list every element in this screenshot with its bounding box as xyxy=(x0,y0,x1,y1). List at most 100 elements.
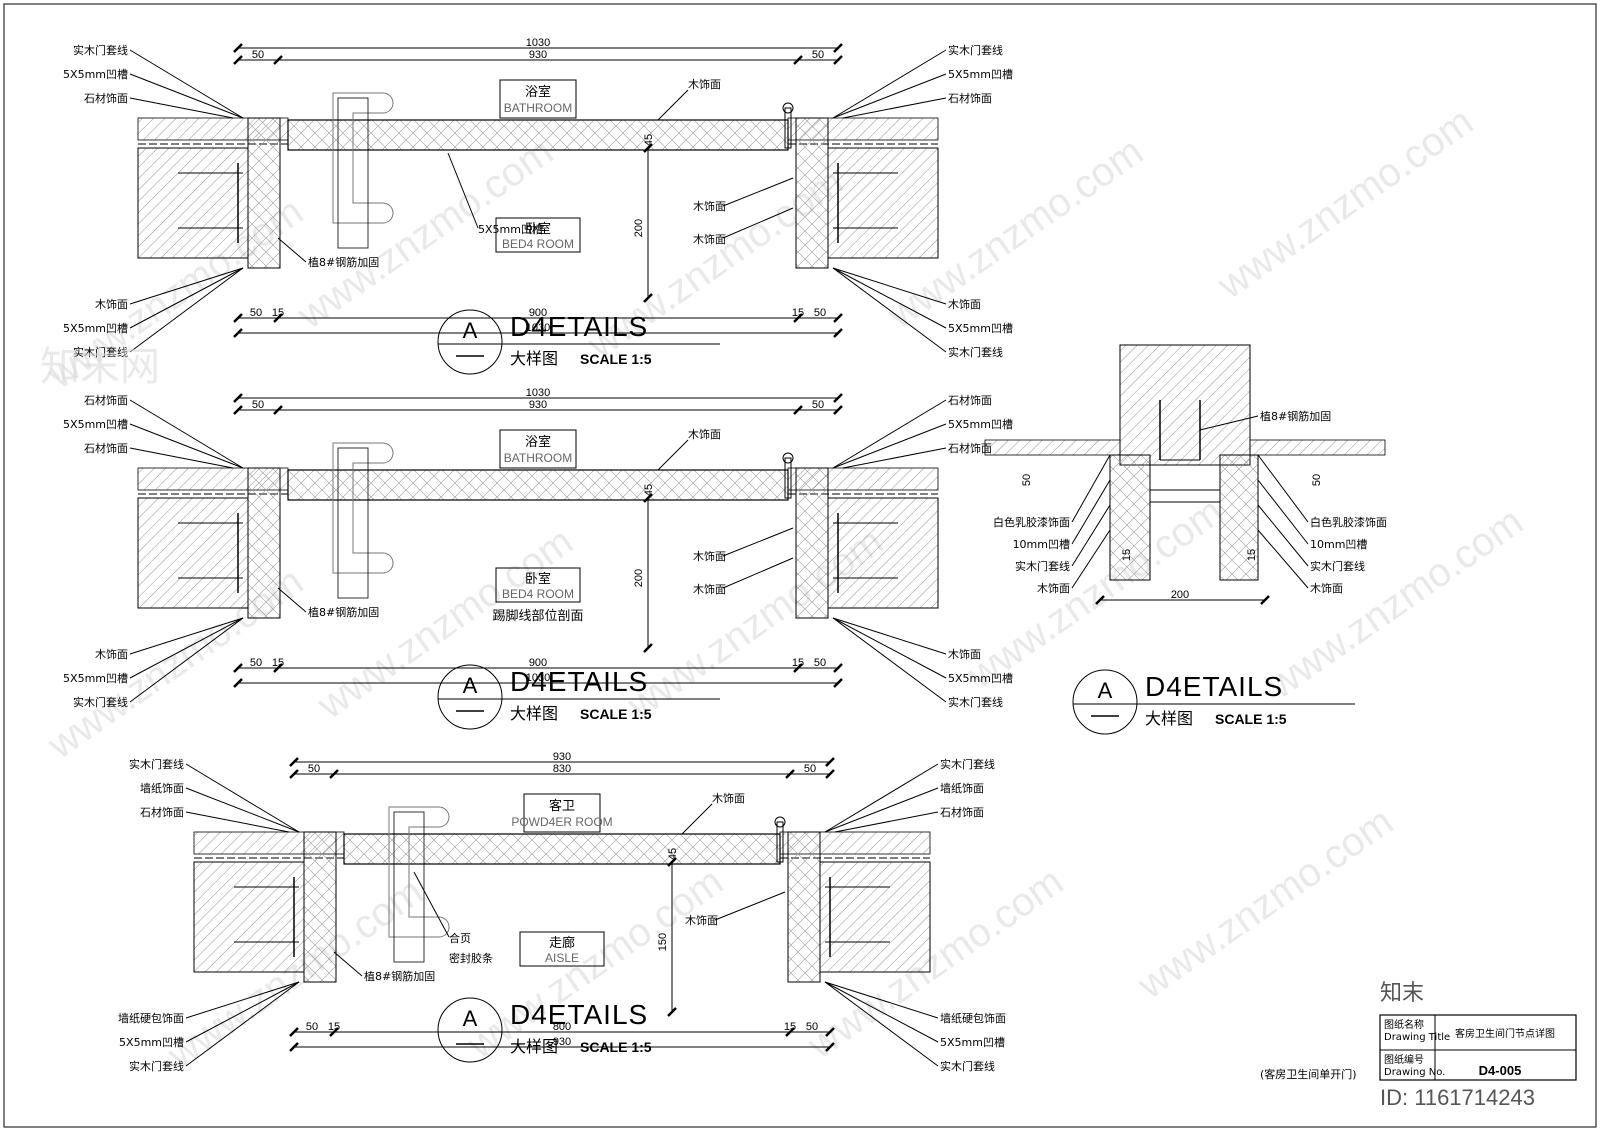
dim-tick xyxy=(289,769,299,779)
handle-plate xyxy=(337,447,369,599)
label-rebar: 植8#钢筋加固 xyxy=(308,605,379,619)
room-tag-bottom xyxy=(495,567,581,603)
door-frame-left xyxy=(303,831,337,983)
dim-tick xyxy=(289,1027,299,1037)
leader xyxy=(185,981,300,1067)
right-bottom-label: 5X5mm凹槽 xyxy=(948,672,1013,685)
label-seal: 密封胶条 xyxy=(449,951,493,965)
label-wood-r1: 木饰面 xyxy=(693,199,726,213)
left-top-label: 石材饰面 xyxy=(84,393,128,407)
left-bottom-label: 5X5mm凹槽 xyxy=(63,322,128,335)
dim-tick xyxy=(233,43,243,53)
side-left-label: 白色乳胶漆饰面 xyxy=(993,515,1070,529)
right-top-label: 石材饰面 xyxy=(948,393,992,407)
left-top-label: 实木门套线 xyxy=(129,757,184,771)
label-rebar: 植8#钢筋加固 xyxy=(364,969,435,983)
label-groove: 5X5mm凹槽 xyxy=(478,223,543,236)
left-bottom-label: 5X5mm凹槽 xyxy=(63,672,128,685)
dim-tick xyxy=(785,769,795,779)
header-board xyxy=(1149,489,1221,503)
side-label-rebar: 植8#钢筋加固 xyxy=(1260,409,1331,423)
title-scale: SCALE 1:5 xyxy=(1215,711,1287,727)
dim-bottom-right-small: 15 xyxy=(784,1021,796,1033)
handle-plate xyxy=(337,97,369,249)
left-bottom-label: 实木门套线 xyxy=(129,1059,184,1073)
watermark-text: www.znzmo.com xyxy=(1129,799,1401,1008)
side-right-label: 实木门套线 xyxy=(1310,559,1365,573)
door-frame-right xyxy=(795,117,829,269)
dim-side: 200 xyxy=(633,569,645,587)
leader xyxy=(832,267,947,305)
leader xyxy=(722,527,794,557)
title-sub: 大样图 xyxy=(510,704,558,723)
dim-tick xyxy=(289,1042,299,1052)
right-top-label: 5X5mm凹槽 xyxy=(948,68,1013,81)
side-dim-bottom: 200 xyxy=(1171,589,1189,601)
label-wood-r1: 木饰面 xyxy=(685,913,718,927)
leader xyxy=(722,207,794,239)
dim-tick xyxy=(273,405,283,415)
leader xyxy=(832,49,947,119)
left-top-label: 墙纸饰面 xyxy=(140,781,184,795)
leader xyxy=(832,267,947,329)
drawing-name-en: Drawing Title xyxy=(1384,1032,1450,1043)
label-wood-r2: 木饰面 xyxy=(693,232,726,246)
right-bottom-label: 墙纸硬包饰面 xyxy=(940,1011,1006,1025)
leader xyxy=(129,267,244,329)
wall-column xyxy=(1119,344,1251,466)
title-sub: 大样图 xyxy=(1145,709,1193,728)
drawing-no-value: D4-005 xyxy=(1479,1063,1522,1078)
dim-tick xyxy=(833,43,843,53)
room-tag-top xyxy=(523,793,601,833)
dim-tick xyxy=(825,769,835,779)
room-name-bottom: 走廊 xyxy=(549,935,575,951)
sheet-border xyxy=(3,3,1597,1128)
room-name-top: 浴室 xyxy=(525,434,551,450)
room-name-bottom-en: BED4 ROOM xyxy=(502,587,574,601)
leader xyxy=(1199,415,1259,431)
dim-bottom-right: 50 xyxy=(814,657,826,669)
watermark-text: www.znzmo.com xyxy=(1259,499,1531,708)
leader xyxy=(333,951,363,977)
title-circle xyxy=(437,309,503,375)
door-frame-left xyxy=(247,467,281,619)
dim-tick xyxy=(233,328,243,338)
frame-right xyxy=(1219,454,1259,581)
title-circle xyxy=(437,664,503,730)
leader xyxy=(1071,479,1111,545)
dim-tick xyxy=(643,493,653,503)
wall-block-left xyxy=(193,861,305,973)
drawing-no-label: 图纸编号 xyxy=(1384,1053,1424,1066)
label-wood-r2: 木饰面 xyxy=(693,582,726,596)
right-top-label: 石材饰面 xyxy=(940,805,984,819)
leader xyxy=(185,763,300,833)
leader xyxy=(832,423,947,469)
dim-tick xyxy=(1260,595,1270,605)
room-name-bottom: 卧室 xyxy=(525,221,551,237)
dim-bottom-right-small: 15 xyxy=(792,657,804,669)
left-bottom-label: 5X5mm凹槽 xyxy=(119,1036,184,1049)
title-letter: A xyxy=(463,1006,478,1031)
watermark-text: www.znzmo.com xyxy=(1209,99,1481,308)
leader xyxy=(185,811,290,833)
dim-bottom-right-small: 15 xyxy=(792,307,804,319)
room-name-top-en: BATHROOM xyxy=(504,451,572,465)
leader xyxy=(1257,504,1309,567)
leader xyxy=(842,97,947,119)
side-left-label: 10mm凹槽 xyxy=(1013,538,1070,551)
title-letter: A xyxy=(463,318,478,343)
leader xyxy=(832,617,947,703)
leader xyxy=(657,89,689,121)
ceiling-finish-left xyxy=(984,439,1121,456)
door-leaf xyxy=(287,469,789,501)
room-name-top: 浴室 xyxy=(525,84,551,100)
leader xyxy=(824,981,939,1043)
leader xyxy=(129,267,244,353)
dim-thickness: 45 xyxy=(667,848,679,860)
wall-block-right xyxy=(827,497,939,609)
right-bottom-label: 实木门套线 xyxy=(940,1059,995,1073)
dim-tick xyxy=(667,857,677,867)
